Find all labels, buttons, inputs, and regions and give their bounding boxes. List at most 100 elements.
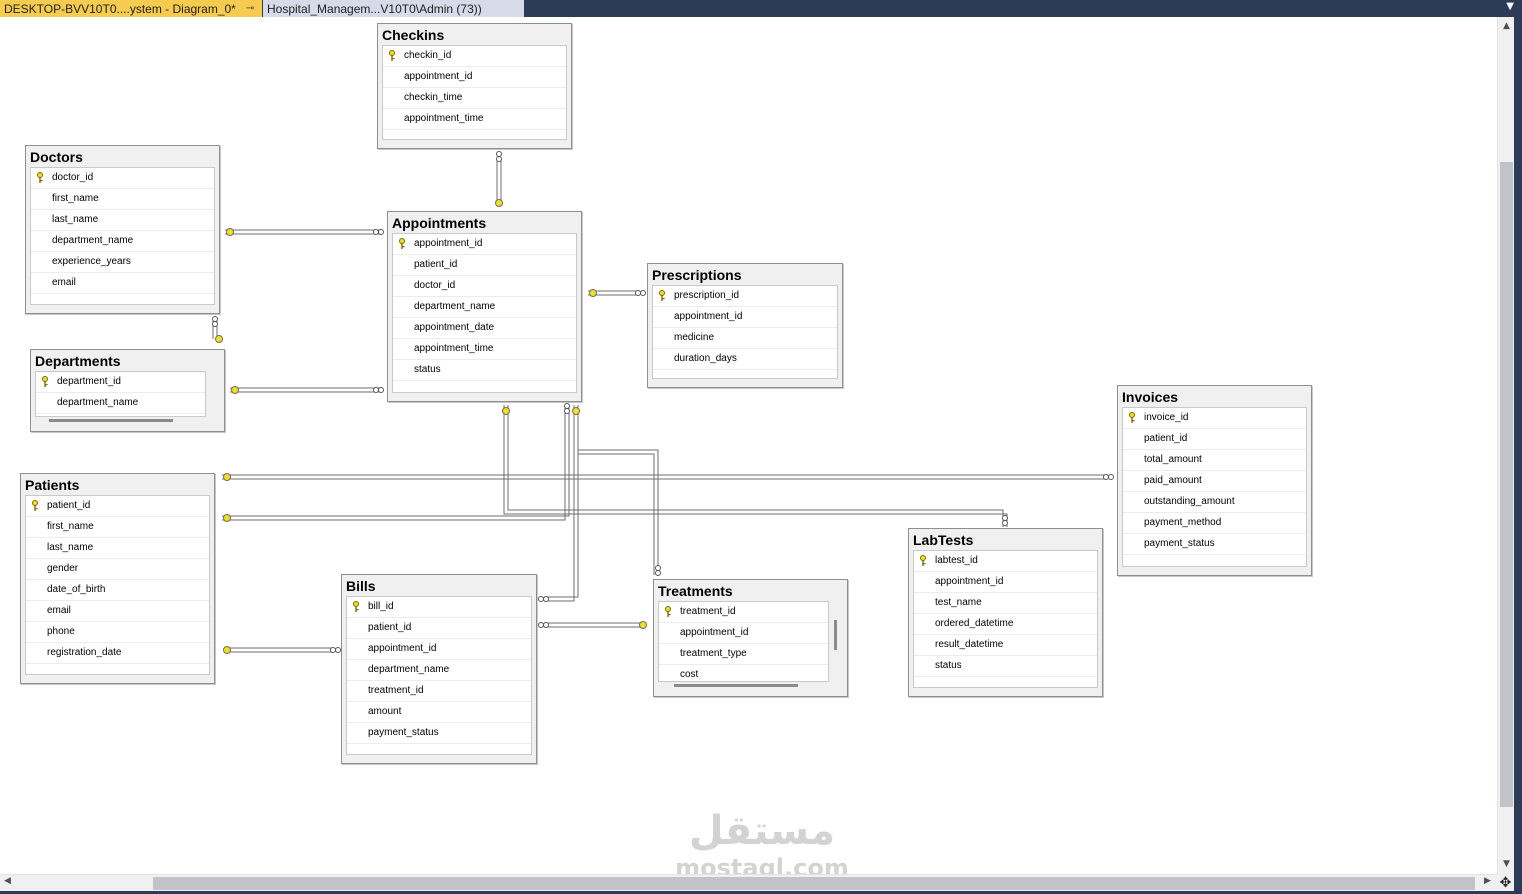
column-row[interactable]: gender — [26, 559, 209, 580]
column-row[interactable]: doctor_id — [31, 168, 214, 189]
table-scrollbar-vertical[interactable] — [834, 620, 837, 650]
relationship-lines — [212, 151, 1114, 654]
column-row[interactable]: outstanding_amount — [1123, 492, 1306, 513]
table-title: Bills — [346, 578, 376, 594]
column-row[interactable]: total_amount — [1123, 450, 1306, 471]
column-row[interactable]: appointment_id — [659, 623, 828, 644]
column-row[interactable]: email — [31, 273, 214, 294]
column-row[interactable]: duration_days — [653, 349, 837, 370]
vertical-scroll-thumb[interactable] — [1500, 162, 1513, 807]
column-list: prescription_id appointment_id medicine … — [652, 285, 838, 379]
table-scrollbar[interactable] — [674, 684, 798, 687]
column-row[interactable]: department_name — [36, 393, 205, 414]
vertical-scrollbar[interactable]: ▲ ▼ — [1497, 17, 1515, 874]
scroll-right-icon[interactable]: ▶ — [1484, 876, 1491, 886]
key-icon — [389, 50, 395, 61]
table-patients[interactable]: Patients patient_id first_name last_name… — [20, 473, 215, 684]
column-row[interactable]: first_name — [31, 189, 214, 210]
column-row[interactable]: last_name — [26, 538, 209, 559]
table-labtests[interactable]: LabTests labtest_id appointment_id test_… — [908, 528, 1103, 697]
column-row[interactable]: treatment_id — [347, 681, 531, 702]
diagram-canvas[interactable]: Checkins checkin_id appointment_id check… — [0, 17, 1497, 874]
key-icon — [42, 376, 48, 387]
column-row[interactable]: registration_date — [26, 643, 209, 664]
column-row[interactable]: patient_id — [1123, 429, 1306, 450]
table-doctors[interactable]: Doctors doctor_id first_name last_name d… — [25, 145, 220, 314]
column-row[interactable]: appointment_id — [347, 639, 531, 660]
column-row[interactable]: department_name — [347, 660, 531, 681]
tab-query[interactable]: Hospital_Managem...V10T0\Admin (73)) — [262, 0, 524, 17]
column-list: checkin_id appointment_id checkin_time a… — [382, 45, 567, 140]
table-checkins[interactable]: Checkins checkin_id appointment_id check… — [377, 23, 572, 149]
scroll-left-icon[interactable]: ◀ — [4, 876, 11, 886]
column-row[interactable]: appointment_time — [393, 339, 576, 360]
key-icon — [37, 172, 43, 183]
column-row[interactable]: department_id — [36, 372, 205, 393]
table-title: Appointments — [392, 215, 487, 231]
column-row[interactable]: checkin_time — [383, 88, 566, 109]
column-row[interactable]: patient_id — [347, 618, 531, 639]
column-row[interactable]: department_name — [31, 231, 214, 252]
column-row[interactable]: status — [914, 656, 1097, 677]
column-list: patient_id first_name last_name gender d… — [25, 495, 210, 675]
column-row[interactable]: amount — [347, 702, 531, 723]
scroll-up-icon[interactable]: ▲ — [1503, 21, 1510, 31]
column-row[interactable]: payment_method — [1123, 513, 1306, 534]
column-row[interactable]: status — [393, 360, 576, 381]
column-row[interactable]: doctor_id — [393, 276, 576, 297]
chevron-down-icon[interactable]: ▼ — [1506, 1, 1514, 12]
column-row[interactable]: cost — [659, 665, 828, 681]
column-row[interactable]: treatment_id — [659, 602, 828, 623]
column-row[interactable]: checkin_id — [383, 46, 566, 67]
column-row[interactable]: bill_id — [347, 597, 531, 618]
table-treatments[interactable]: Treatments treatment_id appointment_id t… — [653, 579, 848, 697]
column-row[interactable]: treatment_type — [659, 644, 828, 665]
column-row[interactable]: date_of_birth — [26, 580, 209, 601]
column-row[interactable]: appointment_id — [914, 572, 1097, 593]
column-row[interactable]: ordered_datetime — [914, 614, 1097, 635]
key-icon — [399, 238, 405, 249]
column-row[interactable]: labtest_id — [914, 551, 1097, 572]
horizontal-scrollbar[interactable]: ◀ ▶ — [0, 874, 1497, 892]
table-prescriptions[interactable]: Prescriptions prescription_id appointmen… — [647, 263, 843, 388]
column-row[interactable]: paid_amount — [1123, 471, 1306, 492]
table-invoices[interactable]: Invoices invoice_id patient_id total_amo… — [1117, 385, 1312, 576]
pin-icon[interactable]: ⊸ — [245, 3, 255, 14]
column-list: doctor_id first_name last_name departmen… — [30, 167, 215, 305]
table-appointments[interactable]: Appointments appointment_id patient_id d… — [387, 211, 582, 402]
column-row[interactable]: payment_status — [1123, 534, 1306, 555]
tab-diagram[interactable]: DESKTOP-BVV10T0....ystem - Diagram_0* ⊸ … — [0, 0, 272, 17]
column-list: treatment_id appointment_id treatment_ty… — [658, 601, 829, 682]
column-row[interactable]: appointment_date — [393, 318, 576, 339]
table-title: Checkins — [382, 27, 445, 43]
column-row[interactable]: email — [26, 601, 209, 622]
column-row[interactable]: appointment_id — [383, 67, 566, 88]
scroll-down-icon[interactable]: ▼ — [1503, 859, 1510, 869]
column-row[interactable]: department_name — [393, 297, 576, 318]
horizontal-scroll-thumb[interactable] — [153, 877, 1475, 890]
table-title: Invoices — [1122, 389, 1179, 405]
column-row[interactable]: patient_id — [393, 255, 576, 276]
column-row[interactable]: appointment_id — [653, 307, 837, 328]
table-scrollbar[interactable] — [49, 419, 173, 422]
column-row[interactable]: appointment_time — [383, 109, 566, 130]
column-row[interactable]: experience_years — [31, 252, 214, 273]
column-row[interactable]: first_name — [26, 517, 209, 538]
column-row[interactable]: medicine — [653, 328, 837, 349]
column-row[interactable]: payment_status — [347, 723, 531, 744]
column-row[interactable]: phone — [26, 622, 209, 643]
column-row[interactable]: patient_id — [26, 496, 209, 517]
table-bills[interactable]: Bills bill_id patient_id appointment_id … — [341, 574, 537, 764]
tab-diagram-label: DESKTOP-BVV10T0....ystem - Diagram_0* — [4, 1, 236, 16]
column-row[interactable]: invoice_id — [1123, 408, 1306, 429]
column-row[interactable]: appointment_id — [393, 234, 576, 255]
column-row[interactable]: last_name — [31, 210, 214, 231]
column-row[interactable]: prescription_id — [653, 286, 837, 307]
table-title: Doctors — [30, 149, 83, 165]
table-departments[interactable]: Departments department_id department_nam… — [30, 349, 225, 432]
column-row[interactable]: test_name — [914, 593, 1097, 614]
move-icon[interactable]: ✥ — [1497, 874, 1514, 891]
key-icon — [32, 500, 38, 511]
column-row[interactable]: result_datetime — [914, 635, 1097, 656]
column-list: appointment_id patient_id doctor_id depa… — [392, 233, 577, 393]
